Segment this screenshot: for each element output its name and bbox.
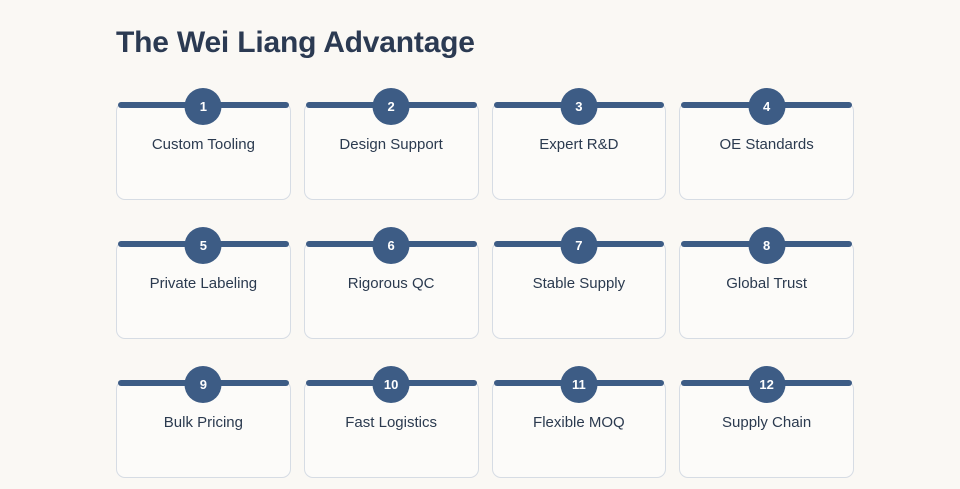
advantage-card[interactable]: 2 Design Support: [303, 88, 479, 200]
card-label: Flexible MOQ: [533, 414, 625, 431]
card-label: Expert R&D: [539, 136, 619, 153]
advantage-card[interactable]: 1 Custom Tooling: [116, 88, 291, 200]
card-label: Private Labeling: [149, 275, 258, 292]
card-number-badge: 6: [372, 227, 410, 264]
card-label: Bulk Pricing: [163, 414, 243, 431]
advantage-card-grid: 1 Custom Tooling 2 Design Support 3 Expe…: [116, 88, 854, 478]
card-label: Custom Tooling: [151, 136, 255, 153]
card-label: Global Trust: [726, 275, 808, 292]
card-number-badge: 11: [560, 366, 598, 403]
card-number-badge: 10: [372, 366, 410, 403]
page-title: The Wei Liang Advantage: [116, 26, 475, 59]
card-number-badge: 9: [184, 366, 222, 403]
advantage-card[interactable]: 5 Private Labeling: [116, 227, 291, 339]
card-label: Stable Supply: [532, 275, 626, 292]
card-number-badge: 7: [560, 227, 598, 264]
advantage-card[interactable]: 4 OE Standards: [679, 88, 854, 200]
card-label: Rigorous QC: [347, 275, 435, 292]
advantage-card[interactable]: 11 Flexible MOQ: [491, 366, 667, 478]
card-number-badge: 4: [748, 88, 786, 125]
card-number-badge: 12: [748, 366, 786, 403]
card-number-badge: 2: [372, 88, 410, 125]
card-number-badge: 1: [184, 88, 222, 125]
advantage-card[interactable]: 10 Fast Logistics: [303, 366, 479, 478]
card-label: Fast Logistics: [345, 414, 437, 431]
advantage-card[interactable]: 12 Supply Chain: [679, 366, 854, 478]
card-label: Design Support: [339, 136, 443, 153]
advantage-card[interactable]: 7 Stable Supply: [491, 227, 667, 339]
card-number-badge: 8: [748, 227, 786, 264]
advantage-card[interactable]: 6 Rigorous QC: [303, 227, 479, 339]
card-label: Supply Chain: [722, 414, 812, 431]
advantage-card[interactable]: 8 Global Trust: [679, 227, 854, 339]
card-number-badge: 5: [184, 227, 222, 264]
card-label: OE Standards: [719, 136, 814, 153]
card-number-badge: 3: [560, 88, 598, 125]
advantage-card[interactable]: 3 Expert R&D: [491, 88, 667, 200]
advantage-card[interactable]: 9 Bulk Pricing: [116, 366, 291, 478]
